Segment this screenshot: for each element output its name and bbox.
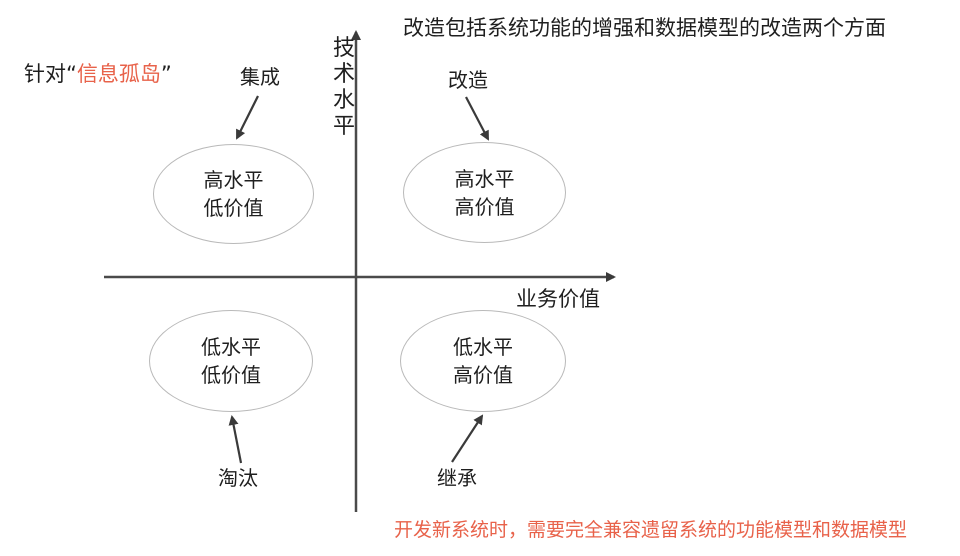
y-axis-label: 技术水平 xyxy=(332,36,355,139)
note-information-island: 针对“信息孤岛” xyxy=(24,64,172,85)
quadrant-bottom-right-line1: 低水平 xyxy=(453,335,513,359)
quadrant-top-left: 高水平 低价值 xyxy=(153,144,314,244)
note-compatibility: 开发新系统时，需要完全兼容遗留系统的功能模型和数据模型 xyxy=(394,519,908,541)
quadrant-bottom-right-line2: 高价值 xyxy=(453,363,513,387)
quadrant-top-right-line2: 高价值 xyxy=(454,194,515,219)
strategy-transform-label: 改造 xyxy=(448,68,488,92)
quadrant-bottom-left-line1: 低水平 xyxy=(201,335,261,359)
strategy-inherit-label: 继承 xyxy=(437,466,477,490)
strategy-eliminate-label: 淘汰 xyxy=(218,466,258,490)
quadrant-top-left-line2: 低价值 xyxy=(203,196,264,220)
arrow-transform xyxy=(465,96,489,141)
x-axis-label: 业务价值 xyxy=(516,287,600,311)
arrow-inherit xyxy=(451,414,484,463)
note-left-suffix: ” xyxy=(160,62,172,86)
arrow-integrate xyxy=(236,95,259,140)
quadrant-bottom-right: 低水平 高价值 xyxy=(400,310,566,412)
quadrant-bottom-left-line2: 低价值 xyxy=(201,363,261,387)
quadrant-top-right-line1: 高水平 xyxy=(454,166,515,191)
note-transform-description: 改造包括系统功能的增强和数据模型的改造两个方面 xyxy=(403,16,886,40)
note-left-highlight: 信息孤岛 xyxy=(76,62,161,86)
quadrant-top-right: 高水平 高价值 xyxy=(403,142,566,243)
quadrant-bottom-left: 低水平 低价值 xyxy=(149,310,313,412)
arrow-eliminate xyxy=(228,415,243,464)
strategy-integrate-label: 集成 xyxy=(240,65,280,89)
quadrant-top-left-line1: 高水平 xyxy=(203,168,264,192)
note-left-prefix: 针对“ xyxy=(24,62,77,86)
